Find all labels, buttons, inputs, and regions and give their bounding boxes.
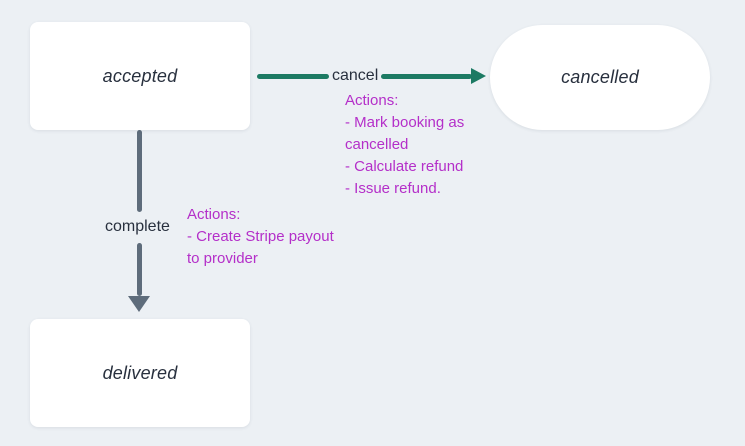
state-node-accepted-label: accepted [102, 65, 178, 86]
cancel-edge-line-right [381, 74, 472, 79]
state-node-cancelled-label: cancelled [561, 67, 639, 87]
state-node-delivered-label: delivered [102, 362, 178, 383]
state-node-cancelled: cancelled [490, 25, 710, 130]
cancel-actions-line: cancelled [345, 136, 409, 153]
cancel-actions-line: - Issue refund. [345, 180, 441, 197]
cancel-actions-line: Actions: [345, 92, 399, 109]
complete-edge-line-top [137, 130, 142, 212]
complete-arrowhead-icon [128, 296, 150, 312]
state-node-delivered: delivered [30, 319, 250, 427]
complete-actions-note: Actions: - Create Stripe payout to provi… [187, 204, 334, 270]
cancel-actions-line: - Mark booking as [345, 114, 465, 131]
cancel-edge-label: cancel [332, 67, 379, 84]
cancel-actions-note: Actions: - Mark booking as cancelled - C… [345, 90, 464, 200]
complete-actions-line: Actions: [187, 206, 241, 223]
state-node-accepted: accepted [30, 22, 250, 130]
cancel-actions-line: - Calculate refund [345, 158, 464, 175]
complete-edge-label: complete [105, 218, 170, 235]
complete-actions-line: to provider [187, 250, 258, 267]
cancel-arrowhead-icon [471, 68, 486, 84]
complete-edge-line-bottom [137, 243, 142, 296]
cancel-edge-line-left [257, 74, 329, 79]
complete-actions-line: - Create Stripe payout [187, 228, 334, 245]
